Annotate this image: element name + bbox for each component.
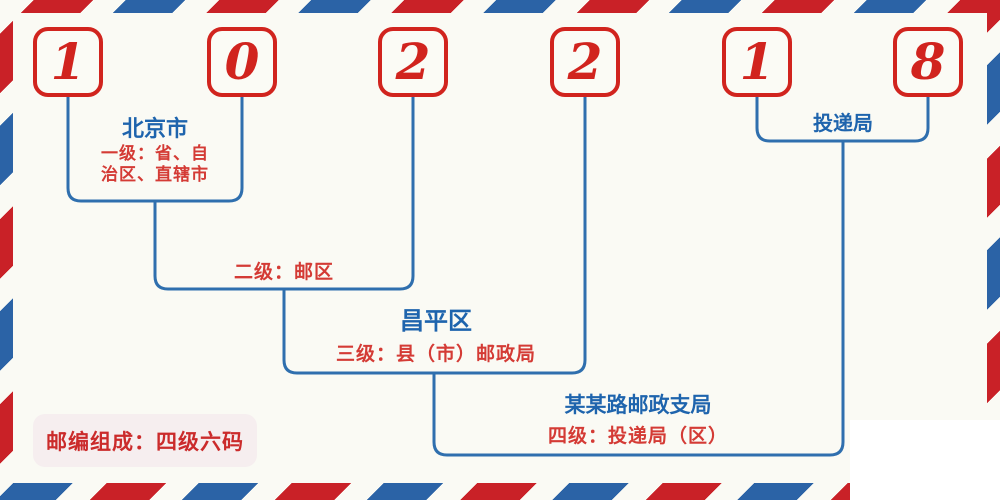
level1-description-line2: 治区、直辖市 bbox=[101, 165, 209, 184]
digit-3: 2 bbox=[395, 32, 431, 91]
digit-box-2: 0 bbox=[207, 27, 277, 97]
level2-description: 二级：邮区 bbox=[233, 262, 335, 283]
level1-description-line1: 一级：省、自 bbox=[101, 144, 209, 163]
level3-description: 三级：县（市）邮政局 bbox=[335, 344, 537, 365]
bracket-level5 bbox=[755, 97, 930, 143]
digit-box-1: 1 bbox=[33, 27, 103, 97]
digit-1: 1 bbox=[50, 32, 86, 91]
level1-description: 一级：省、自 治区、直辖市 bbox=[101, 143, 209, 185]
postal-code-composition-badge: 邮编组成：四级六码 bbox=[33, 414, 257, 467]
digit-box-4: 2 bbox=[550, 27, 620, 97]
bracket-level4 bbox=[432, 141, 845, 457]
badge-label: 邮编组成：四级六码 bbox=[46, 428, 244, 454]
digit-box-3: 2 bbox=[378, 27, 448, 97]
digit-6: 8 bbox=[910, 32, 946, 91]
envelope-interior bbox=[13, 13, 987, 483]
digit-box-5: 1 bbox=[722, 27, 792, 97]
level3-region-name: 昌平区 bbox=[400, 306, 472, 335]
level1-region-name: 北京市 bbox=[121, 116, 189, 142]
digit-2: 0 bbox=[224, 32, 260, 91]
digit-box-6: 8 bbox=[893, 27, 963, 97]
digit-4: 2 bbox=[567, 32, 603, 91]
level4-description: 四级：投递局（区） bbox=[547, 426, 729, 447]
corner-cover bbox=[850, 420, 1000, 500]
level4-region-name: 某某路邮政支局 bbox=[564, 392, 712, 417]
digit-5: 1 bbox=[739, 32, 775, 91]
level5-region-name: 投递局 bbox=[813, 111, 873, 135]
